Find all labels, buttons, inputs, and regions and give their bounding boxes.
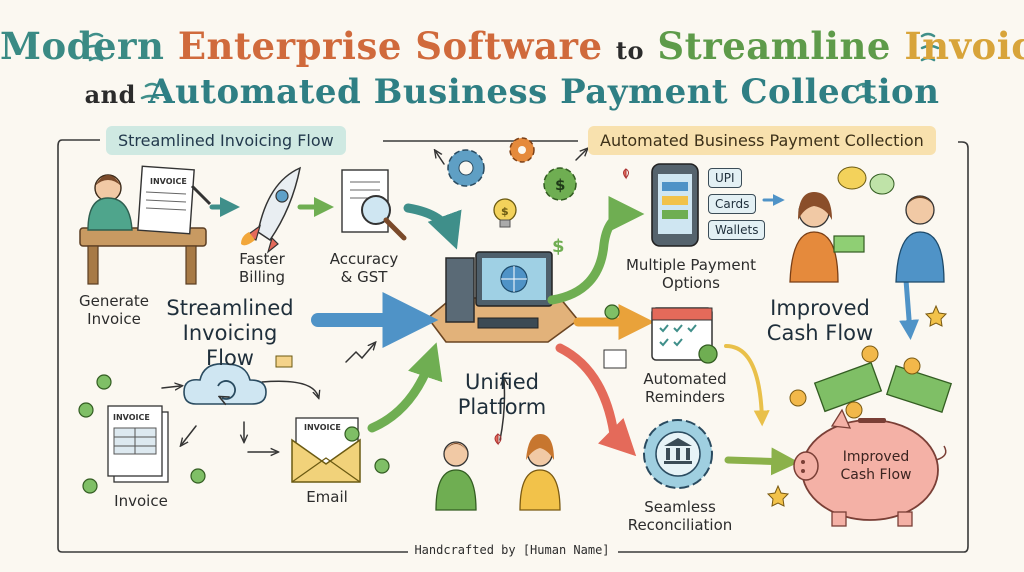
piggy-bank-icon (789, 345, 953, 527)
doc-invoice-text-1: INVOICE (150, 177, 187, 186)
magnifier-document-icon (341, 169, 407, 241)
payment-option-wallets: Wallets (708, 220, 766, 240)
payment-option-upi: UPI (708, 168, 742, 188)
label-invoice: Invoice (114, 492, 168, 510)
section-label-payment-collection: Automated Business Payment Collection (588, 126, 936, 155)
coin-icons (78, 304, 620, 494)
svg-text:$: $ (555, 176, 565, 194)
gear-icon: $ (447, 137, 577, 201)
label-improved-cash-flow: Improved Cash Flow (766, 296, 874, 345)
flow-arrows (209, 194, 920, 476)
title1-word-5: Invoicing (904, 24, 1024, 68)
cloud-sync-icon (183, 363, 267, 404)
title1-word-3: to (615, 36, 645, 65)
page-title-line-1: Modern Enterprise Software to Streamline… (0, 24, 1024, 68)
title2-word-0: and (84, 80, 136, 109)
computer-platform-icon (426, 251, 580, 343)
label-piggy-improved-cash-flow: Improved Cash Flow (840, 449, 912, 483)
lightbulb-icon: $ (493, 198, 517, 228)
title2-word-1: Automated (148, 72, 362, 112)
label-accuracy-gst: Accuracy & GST (329, 250, 399, 286)
phone-payment-icon (623, 163, 699, 247)
title2-word-3: Payment (560, 72, 729, 112)
title1-word-0: Modern (0, 24, 165, 68)
label-faster-billing: Faster Billing (239, 250, 285, 286)
rocket-icon (241, 166, 302, 254)
label-automated-reminders: Automated Reminders (643, 370, 727, 406)
label-email: Email (306, 488, 348, 506)
label-generate-invoice: Generate Invoice (78, 292, 150, 328)
section-label-invoicing-flow: Streamlined Invoicing Flow (106, 126, 346, 155)
payment-exchange-people-icon (789, 166, 945, 283)
label-multiple-payment-options: Multiple Payment Options (625, 256, 757, 292)
calendar-reminder-icon (603, 307, 718, 369)
people-collaboration-icon (435, 433, 561, 511)
person-writing-invoice-icon (79, 165, 212, 285)
doc-invoice-text-3: INVOICE (304, 423, 341, 432)
outer-frame (57, 139, 969, 553)
title2-word-2: Business (373, 72, 548, 112)
label-seamless-reconciliation: Seamless Reconciliation (627, 498, 733, 534)
title1-word-2: Software (415, 24, 603, 68)
title1-word-1: Enterprise (177, 24, 402, 68)
small-arrows (161, 150, 586, 452)
title1-word-4: Streamline (657, 24, 891, 68)
footer-credit: Handcrafted by [Human Name] (414, 543, 610, 557)
doc-invoice-text-2: INVOICE (113, 413, 150, 422)
payment-option-cards: Cards (708, 194, 757, 214)
title2-word-4: Collection (740, 72, 940, 112)
svg-text:$: $ (552, 236, 565, 257)
label-streamlined-invoicing-flow: Streamlined Invoicing Flow (166, 296, 294, 370)
bank-gear-icon (643, 419, 713, 489)
envelope-icon (275, 355, 361, 483)
invoice-stack-icon (107, 405, 169, 483)
star-icon (766, 304, 948, 507)
dollar-sign-icon: $ (552, 236, 565, 257)
title-decorations (84, 32, 940, 100)
svg-text:$: $ (501, 205, 509, 218)
page-title-line-2: and Automated Business Payment Collectio… (0, 72, 1024, 112)
label-unified-platform: Unified Platform (457, 370, 547, 419)
